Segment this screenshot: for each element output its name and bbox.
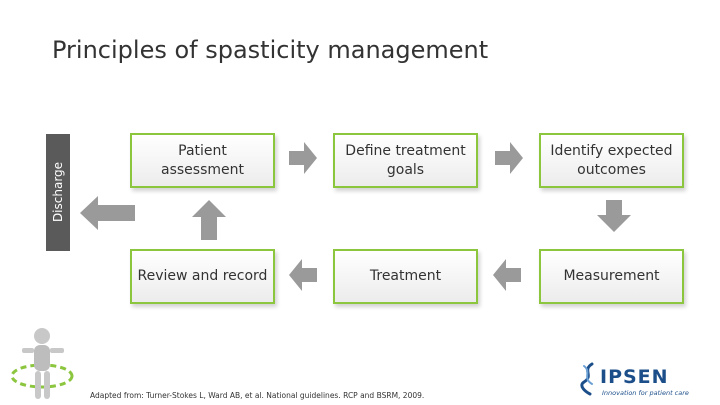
human-figure-icon <box>10 328 74 399</box>
box-measurement: Measurement <box>539 249 684 304</box>
footnote-reference: Adapted from: Turner-Stokes L, Ward AB, … <box>90 391 425 400</box>
discharge-bar <box>46 134 70 251</box>
box-review-and-record: Review and record <box>130 249 275 304</box>
slide-title: Principles of spasticity management <box>52 36 489 64</box>
arrow-left-icon <box>493 259 521 291</box>
arrow-left-icon <box>80 196 135 230</box>
box-define-treatment-goals: Define treatment goals <box>333 133 478 188</box>
arrow-right-icon <box>495 142 523 174</box>
arrow-up-icon <box>192 200 226 240</box>
box-patient-assessment: Patient assessment <box>130 133 275 188</box>
box-identify-expected-outcomes: Identify expected outcomes <box>539 133 684 188</box>
arrow-left-icon <box>289 259 317 291</box>
ipsen-logo-tagline: Innovation for patient care <box>602 389 689 397</box>
arrow-right-icon <box>289 142 317 174</box>
arrow-down-icon <box>597 200 631 232</box>
ipsen-logo-icon <box>580 362 594 396</box>
ipsen-logo-text: IPSEN <box>600 366 669 388</box>
box-treatment: Treatment <box>333 249 478 304</box>
discharge-label: Discharge <box>51 161 65 223</box>
